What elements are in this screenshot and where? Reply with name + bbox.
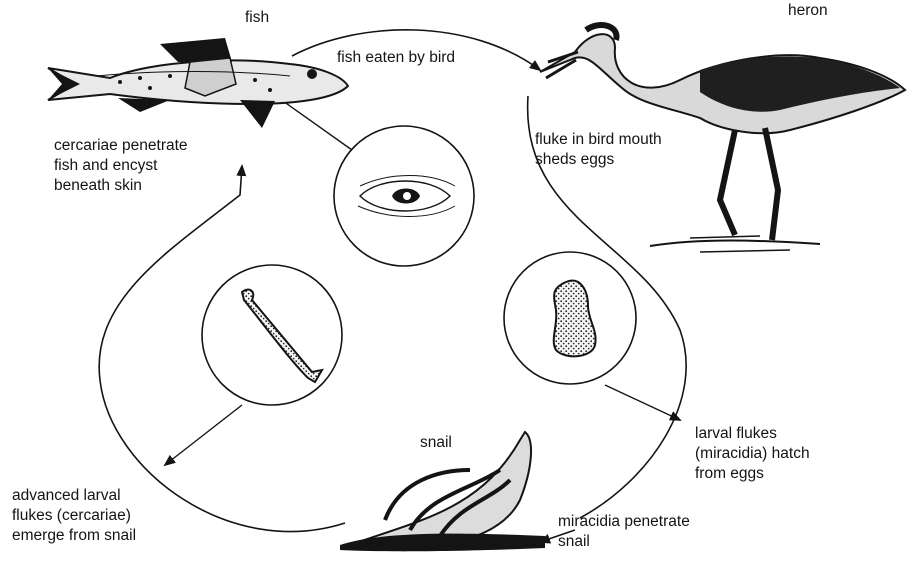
- cyst-inset: [334, 126, 474, 266]
- larval-hatch-line-3: from eggs: [695, 464, 810, 484]
- larval-hatch-label: larval flukes (miracidia) hatch from egg…: [695, 424, 810, 484]
- larval-hatch-line-1: larval flukes: [695, 424, 810, 444]
- pointer-miracidium-to-label: [605, 385, 680, 420]
- advanced-larval-line-2: flukes (cercariae): [12, 506, 136, 526]
- fish-eaten-label: fish eaten by bird: [337, 48, 455, 68]
- cercariae-penetrate-line-2: fish and encyst: [54, 156, 188, 176]
- miracidia-penetrate-line-1: miracidia penetrate: [558, 512, 690, 532]
- cercariae-penetrate-label: cercariae penetrate fish and encyst bene…: [54, 136, 188, 196]
- cercaria-inset: [202, 265, 342, 405]
- fluke-mouth-line-2: sheds eggs: [535, 150, 662, 170]
- pointer-cercaria-to-label: [165, 405, 242, 465]
- heron-label: heron: [788, 1, 828, 21]
- advanced-larval-line-1: advanced larval: [12, 486, 136, 506]
- snail-label: snail: [420, 433, 452, 453]
- larval-hatch-line-2: (miracidia) hatch: [695, 444, 810, 464]
- fish-label: fish: [245, 8, 269, 28]
- miracidium-inset: [504, 252, 636, 384]
- miracidia-penetrate-line-2: snail: [558, 532, 690, 552]
- advanced-larval-line-3: emerge from snail: [12, 526, 136, 546]
- fluke-mouth-label: fluke in bird mouth sheds eggs: [535, 130, 662, 170]
- advanced-larval-label: advanced larval flukes (cercariae) emerg…: [12, 486, 136, 546]
- fluke-mouth-line-1: fluke in bird mouth: [535, 130, 662, 150]
- miracidia-penetrate-label: miracidia penetrate snail: [558, 512, 690, 552]
- cercariae-penetrate-line-3: beneath skin: [54, 176, 188, 196]
- cercariae-penetrate-line-1: cercariae penetrate: [54, 136, 188, 156]
